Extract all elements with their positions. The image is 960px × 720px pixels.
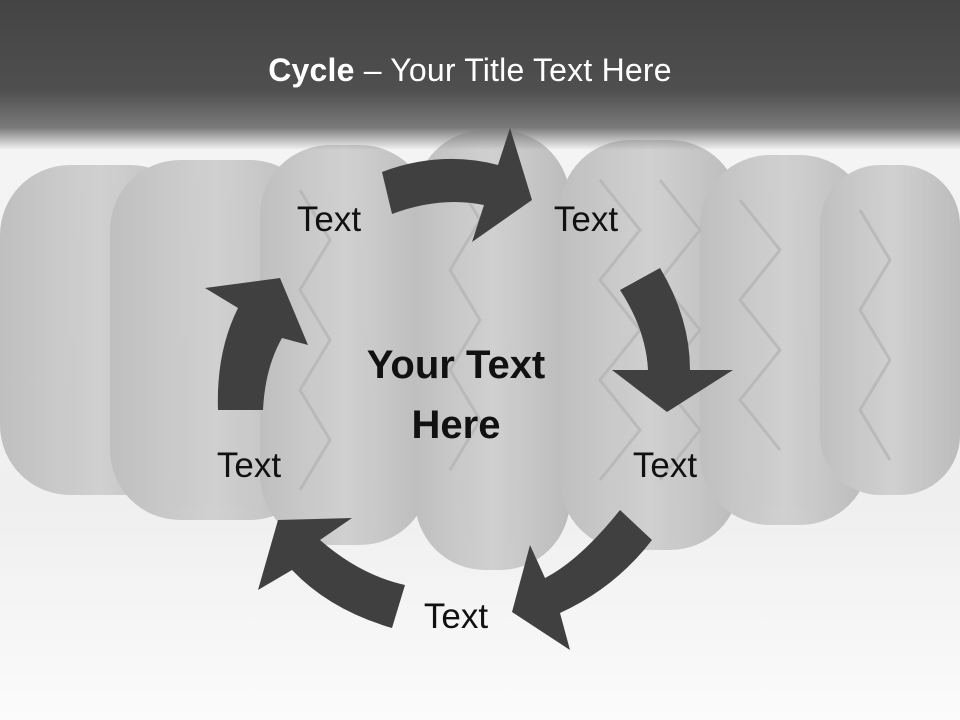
- center-text-line1: Your Text: [366, 343, 546, 387]
- cycle-arrow-left: [205, 278, 308, 410]
- center-text-line2: Here: [411, 403, 501, 447]
- cycle-label-4: Text: [423, 597, 489, 636]
- title-bold: Cycle: [268, 52, 355, 88]
- title-bar: [0, 0, 960, 150]
- center-text: Your Text Here: [326, 335, 586, 455]
- cycle-arrow-bottom-right: [512, 510, 652, 650]
- cycle-arrow-right: [612, 268, 733, 412]
- cycle-arrow-top: [382, 128, 532, 242]
- slide-title: Cycle – Your Title Text Here: [0, 52, 940, 89]
- cycle-label-1: Text: [296, 200, 362, 239]
- cycle-label-2: Text: [553, 200, 619, 239]
- cycle-arrow-bottom-left: [258, 518, 405, 628]
- cycle-label-3: Text: [632, 446, 698, 485]
- title-rest: – Your Title Text Here: [354, 52, 672, 88]
- cycle-label-5: Text: [216, 446, 282, 485]
